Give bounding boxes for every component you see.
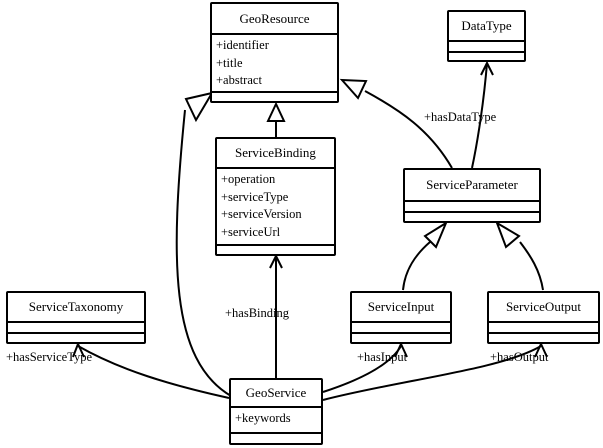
class-geoservice[interactable]: GeoService +keywords <box>229 378 323 445</box>
attribute: +serviceUrl <box>221 224 281 239</box>
edge-serviceoutput-serviceparameter <box>519 241 544 291</box>
attribute: +abstract <box>216 73 262 87</box>
edge-serviceparameter-datatype <box>471 62 488 169</box>
label-has-output: +hasOutput <box>490 350 549 364</box>
class-name: ServiceTaxonomy <box>8 293 144 323</box>
generalization-arrow-serviceoutput <box>495 220 521 249</box>
class-datatype[interactable]: DataType <box>447 10 526 62</box>
edge-serviceinput-serviceparameter <box>402 241 431 291</box>
generalization-arrow-serviceinput <box>423 220 449 249</box>
class-name: GeoService <box>231 380 321 408</box>
attribute-list <box>352 323 450 334</box>
class-serviceoutput[interactable]: ServiceOutput <box>487 291 600 344</box>
class-servicebinding[interactable]: ServiceBinding +operation +serviceType +… <box>215 137 336 256</box>
class-name: ServiceOutput <box>489 293 598 323</box>
edge-geoservice-servicetaxonomy <box>77 345 230 399</box>
class-name: GeoResource <box>212 4 337 35</box>
edge-geoservice-serviceoutput <box>322 345 542 401</box>
attribute-list: +identifier +title +abstract <box>212 35 337 93</box>
class-georesource[interactable]: GeoResource +identifier +title +abstract <box>210 2 339 103</box>
assoc-arrow-serviceoutput <box>534 341 548 358</box>
assoc-arrow-datatype <box>480 60 494 76</box>
label-has-data-type: +hasDataType <box>424 110 497 124</box>
attribute: +operation <box>221 172 276 186</box>
edge-serviceparameter-georesource <box>364 90 453 169</box>
attribute-list <box>8 323 144 334</box>
attribute-list <box>449 42 524 53</box>
assoc-arrow-servicebinding <box>269 253 283 269</box>
class-servicetaxonomy[interactable]: ServiceTaxonomy <box>6 291 146 344</box>
generalization-arrow-geoservice <box>184 91 215 123</box>
label-has-service-type: +hasServiceType <box>6 350 93 364</box>
attribute-list: +operation +serviceType +serviceVersion … <box>217 169 334 246</box>
class-name: ServiceInput <box>352 293 450 323</box>
attribute-list <box>489 323 598 334</box>
attribute: +serviceVersion <box>221 207 302 221</box>
assoc-arrow-servicetaxonomy <box>72 341 85 358</box>
generalization-arrow-servicebinding <box>266 101 286 122</box>
attribute-list <box>405 202 539 213</box>
label-has-binding: +hasBinding <box>225 306 289 320</box>
class-name: ServiceBinding <box>217 139 334 169</box>
attribute: +identifier <box>216 38 269 52</box>
attribute: +title <box>216 55 243 70</box>
attribute: +serviceType <box>221 189 289 204</box>
class-name: ServiceParameter <box>405 170 539 202</box>
label-has-input: +hasInput <box>357 350 408 364</box>
attribute-list: +keywords <box>231 408 321 434</box>
class-serviceinput[interactable]: ServiceInput <box>350 291 452 344</box>
class-serviceparameter[interactable]: ServiceParameter <box>403 168 541 223</box>
edge-geoservice-geoResource <box>175 109 232 397</box>
assoc-arrow-serviceinput <box>394 341 408 358</box>
generalization-arrow-serviceparameter <box>339 78 368 100</box>
attribute: +keywords <box>235 411 291 425</box>
class-name: DataType <box>449 12 524 42</box>
